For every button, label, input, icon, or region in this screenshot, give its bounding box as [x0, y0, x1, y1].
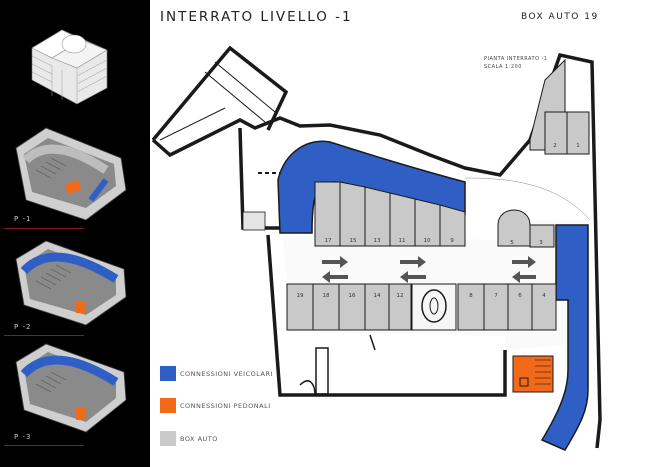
floor-plan: 17 15 13 11 10 9 5 3 2 1 19 18 16 14 12 …: [151, 45, 602, 451]
legend-swatch-box: [160, 431, 176, 446]
page-title: INTERRATO LIVELLO -1: [160, 9, 353, 25]
box-column-upper-right: [529, 58, 590, 155]
legend-label-vehicular: CONNESSIONI VEICOLARI: [180, 370, 273, 378]
box-number: 5: [510, 240, 514, 246]
box-number: 9: [450, 238, 454, 244]
box-number: 15: [350, 238, 357, 244]
box-row-top: [314, 181, 466, 247]
pedestrian-stair: [512, 355, 554, 393]
sidebar-panel: P -1 P -2 P -3: [0, 0, 150, 467]
box-number: 18: [323, 293, 330, 299]
legend-label-box: BOX AUTO: [180, 435, 218, 443]
legend-label-pedestrian: CONNESSIONI PEDONALI: [180, 402, 271, 410]
legend-swatch-pedestrian: [160, 398, 176, 413]
plan-scale: SCALA 1:200: [484, 64, 522, 70]
floor-thumbnail-p2[interactable]: [6, 235, 136, 330]
box-number: 13: [374, 238, 381, 244]
floor-thumbnail-p3[interactable]: [6, 338, 136, 438]
box-number: 16: [349, 293, 356, 299]
vehicular-ramp-right: [540, 224, 589, 451]
building-axonometric: [31, 29, 108, 105]
legend-swatch-vehicular: [160, 366, 176, 381]
island-right: [497, 209, 531, 247]
box-row-bottom-left: [286, 283, 412, 331]
box-number: 19: [297, 293, 304, 299]
box-number: 1: [576, 143, 580, 149]
floor-thumbnail-p1[interactable]: [6, 120, 136, 225]
box-title: BOX AUTO 19: [521, 12, 599, 22]
floor-label-p1: P -1: [14, 215, 32, 223]
box-number: 14: [374, 293, 381, 299]
floor-divider: [4, 228, 84, 229]
box-number: 10: [424, 238, 431, 244]
box-number: 12: [397, 293, 404, 299]
box-number: 7: [494, 293, 498, 299]
box-number: 8: [469, 293, 473, 299]
plan-scale-note: PIANTA INTERRATO -1 SCALA 1:200: [484, 55, 548, 71]
floor-divider: [4, 445, 84, 446]
box-number: 17: [325, 238, 332, 244]
box-number: 6: [518, 293, 522, 299]
floor-label-p2: P -2: [14, 323, 32, 331]
floor-divider: [4, 335, 84, 336]
box-number: 4: [542, 293, 546, 299]
box-number: 2: [553, 143, 557, 149]
box-number: 11: [399, 238, 406, 244]
box-number: 3: [539, 240, 543, 246]
central-core: [411, 283, 457, 331]
box-row-bottom-right: [457, 283, 557, 331]
plan-name: PIANTA INTERRATO -1: [484, 56, 548, 62]
traffic-arrows: [322, 256, 536, 283]
floor-label-p3: P -3: [14, 433, 32, 441]
